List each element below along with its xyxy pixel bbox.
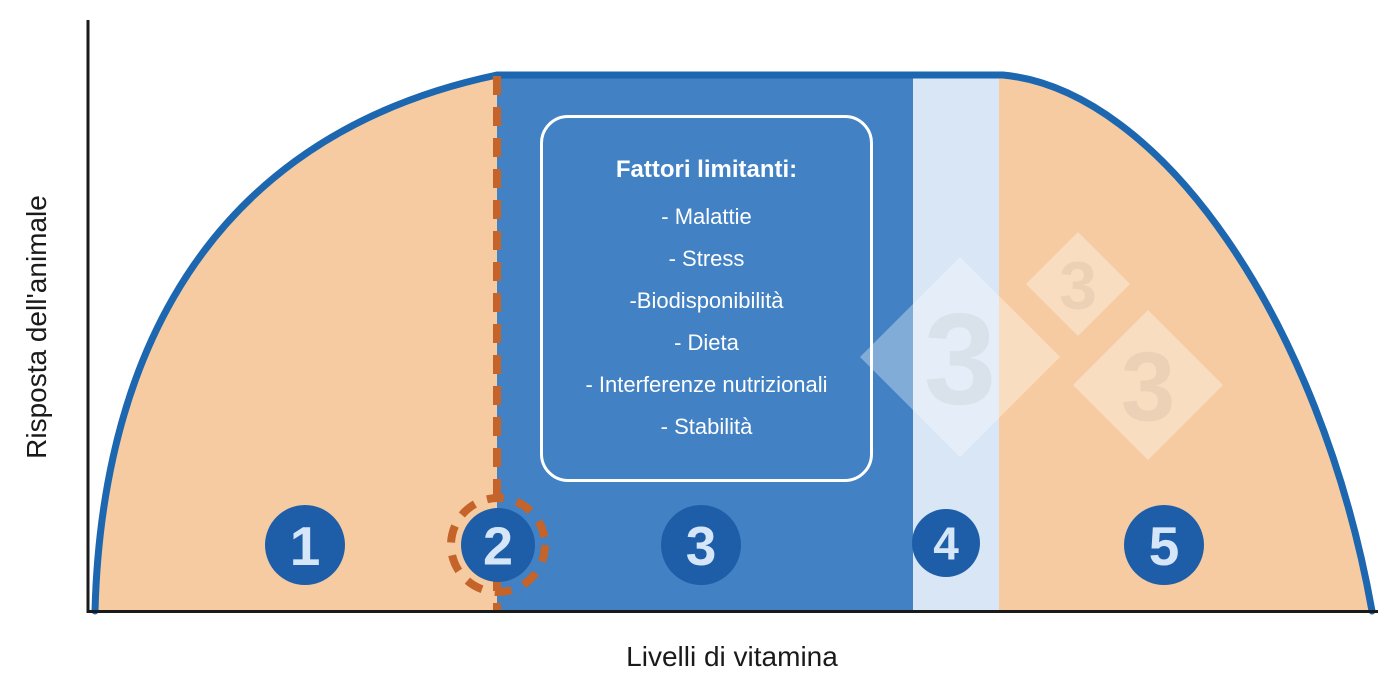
watermark-diamond-1: 3 xyxy=(860,257,1060,457)
zone-marker-4: 4 xyxy=(912,509,980,577)
zone-marker-label: 4 xyxy=(933,518,959,570)
zone-marker-1: 1 xyxy=(265,505,345,585)
limiting-factors-item: -Biodisponibilità xyxy=(629,288,784,313)
limiting-factors-item: - Stress xyxy=(668,246,745,271)
limiting-factors-item: - Interferenze nutrizionali xyxy=(585,372,828,397)
zone-marker-2: 2 xyxy=(447,494,549,596)
marker-circle xyxy=(265,505,345,585)
zone-marker-3: 3 xyxy=(661,505,741,585)
y-axis-label: Risposta dell'animale xyxy=(21,195,52,459)
x-axis-label: Livelli di vitamina xyxy=(626,641,838,672)
zone-marker-label: 3 xyxy=(686,515,717,577)
marker-circle xyxy=(461,508,535,582)
zone-marker-label: 1 xyxy=(290,515,321,577)
limiting-factors-item: - Dieta xyxy=(674,330,739,355)
watermark-3-glyph: 3 xyxy=(1059,247,1097,323)
zone-marker-label: 5 xyxy=(1149,515,1180,577)
zone-marker-label: 2 xyxy=(483,516,513,576)
limiting-factors-box: Fattori limitanti: - Malattie - Stress -… xyxy=(540,115,873,482)
watermark-3-glyph: 3 xyxy=(1121,331,1176,441)
diamond-shape xyxy=(1025,231,1131,337)
zone-marker-5: 5 xyxy=(1124,505,1204,585)
limiting-factors-item: - Stabilità xyxy=(660,414,753,439)
limiting-factors-item: - Malattie xyxy=(661,204,752,229)
limiting-factors-title: Fattori limitanti: xyxy=(615,156,798,183)
watermark-3-glyph: 3 xyxy=(924,286,996,432)
marker-circle xyxy=(1124,505,1204,585)
watermark-diamond-2: 3 xyxy=(1025,231,1131,337)
marker-circle xyxy=(912,509,980,577)
zone-marker-2-highlight-ring xyxy=(447,494,549,596)
response-curve-outline xyxy=(91,71,1376,615)
marker-circle xyxy=(661,505,741,585)
diamond-shape xyxy=(860,257,1060,457)
